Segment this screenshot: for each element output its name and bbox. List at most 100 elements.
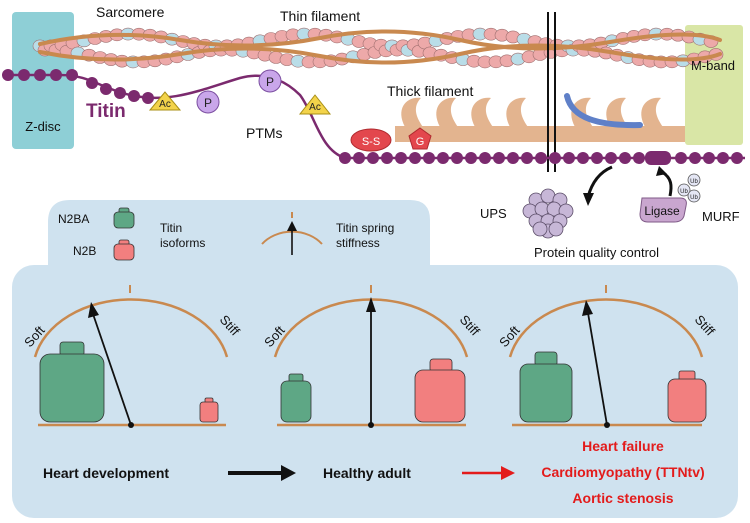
gauge-heart-development: Soft Stiff: [21, 285, 243, 428]
n2b-weight: [199, 397, 219, 423]
legend-n2ba-label: N2BA: [58, 212, 89, 226]
legend-panel: N2BA N2B Titin isoforms Titin spring sti…: [48, 200, 430, 268]
m-band-label: M-band: [691, 58, 735, 73]
thick-filament: [395, 93, 685, 142]
legend-isoforms-line-2: isoforms: [160, 236, 205, 250]
titin-domain: [114, 87, 126, 99]
svg-text:Ub: Ub: [680, 189, 688, 195]
myosin-head: [641, 97, 663, 127]
disease-cardiomyopathy: Cardiomyopathy (TTNtv): [541, 464, 704, 480]
svg-text:Ac: Ac: [159, 99, 171, 110]
murf-label: MURF: [702, 209, 740, 224]
legend-isoforms-line-1: Titin: [160, 221, 182, 235]
pqc-label: Protein quality control: [534, 245, 659, 260]
n2b-weight: [414, 358, 466, 423]
titin-domain: [717, 152, 729, 164]
titin-domain: [395, 152, 407, 164]
thin-filament-label: Thin filament: [280, 8, 360, 24]
legend-stiffness-gauge: [261, 212, 323, 255]
svg-text:Ac: Ac: [309, 102, 321, 113]
titin-domain: [493, 152, 505, 164]
titin-domain: [577, 152, 589, 164]
mybp-c-strand: [564, 93, 643, 129]
thick-filament-label: Thick filament: [387, 83, 473, 99]
titin-domain: [367, 152, 379, 164]
titin-domain: [409, 152, 421, 164]
titin-domain: [381, 152, 393, 164]
gauge-healthy-adult: Soft Stiff: [261, 285, 483, 428]
ups-label: UPS: [480, 206, 507, 221]
ligase-label: Ligase: [644, 204, 680, 218]
ptm-glycosylation: G: [408, 127, 432, 150]
titin-domain: [465, 152, 477, 164]
titin-domain: [2, 69, 14, 81]
sarcomere-label: Sarcomere: [96, 4, 165, 20]
disease-aortic-stenosis: Aortic stenosis: [572, 490, 673, 506]
ptm-acetylation-1: Ac: [148, 91, 182, 111]
titin-domain: [100, 83, 112, 95]
sarcomere-diagram: Ac P P Ac S-S G Sarcomere Thin filament …: [2, 4, 745, 172]
legend-n2b-weight: [113, 239, 135, 261]
titin-domain: [339, 152, 351, 164]
ptm-phosphorylation-1: P: [196, 90, 220, 114]
titin-domain: [479, 152, 491, 164]
healthy-adult-label: Healthy adult: [323, 465, 411, 481]
titin-domain: [86, 77, 98, 89]
protein-quality-control: UPS Ligase Ub Ub Ub MURF Protein quality…: [480, 165, 740, 260]
titin-domain: [549, 152, 561, 164]
svg-text:P: P: [266, 75, 274, 89]
n2ba-weight: [39, 341, 105, 423]
tropomyosin-strands: [38, 29, 722, 65]
ubiquitin-icons: Ub Ub Ub: [677, 173, 701, 203]
titin-domain: [18, 69, 30, 81]
stiffness-comparison-panel: Soft Stiff Soft Stiff: [12, 265, 738, 518]
ligase-icon: Ligase Ub Ub Ub: [639, 173, 701, 223]
titin-domain: [423, 152, 435, 164]
titin-domain: [619, 152, 631, 164]
titin-domain: [34, 69, 46, 81]
titin-domain: [675, 152, 687, 164]
legend-n2ba-weight: [113, 207, 135, 229]
titin-domain: [507, 152, 519, 164]
svg-text:Ub: Ub: [690, 179, 698, 185]
ptm-disulfide: S-S: [350, 128, 392, 152]
z-disc-label: Z-disc: [25, 119, 61, 134]
heart-development-label: Heart development: [43, 465, 169, 481]
myosin-head: [401, 97, 423, 127]
titin-domain: [731, 152, 743, 164]
arrow-right-icon: [462, 466, 515, 480]
titin-domain: [451, 152, 463, 164]
n2ba-weight: [519, 351, 573, 423]
myosin-head: [506, 97, 528, 127]
titin-domain: [50, 69, 62, 81]
myosin-head: [606, 97, 628, 127]
titin-domain: [563, 152, 575, 164]
legend-stiffness-line-2: stiffness: [336, 236, 380, 250]
svg-text:S-S: S-S: [362, 136, 380, 148]
titin-label: Titin: [86, 101, 126, 122]
titin-domain: [66, 69, 78, 81]
n2b-weight: [667, 370, 707, 423]
proteasome-icon: [522, 188, 574, 239]
disease-heart-failure: Heart failure: [582, 438, 664, 454]
svg-text:P: P: [204, 96, 212, 110]
titin-domain: [535, 152, 547, 164]
titin-domain: [689, 152, 701, 164]
ptm-phosphorylation-2: P: [258, 69, 282, 93]
titin-beads: [2, 69, 743, 164]
titin-domain: [142, 92, 154, 104]
titin-domain: [521, 152, 533, 164]
titin-domain: [437, 152, 449, 164]
legend-n2b-label: N2B: [73, 244, 96, 258]
myosin-head: [436, 97, 458, 127]
titin-domain: [128, 90, 140, 102]
titin-domain: [633, 152, 645, 164]
myosin-head: [471, 97, 493, 127]
legend-stiffness-line-1: Titin spring: [336, 221, 394, 235]
titin-domain: [605, 152, 617, 164]
svg-text:Ub: Ub: [690, 195, 698, 201]
titin-kinase-domain: [645, 151, 671, 165]
svg-text:G: G: [416, 136, 425, 148]
titin-domain: [353, 152, 365, 164]
